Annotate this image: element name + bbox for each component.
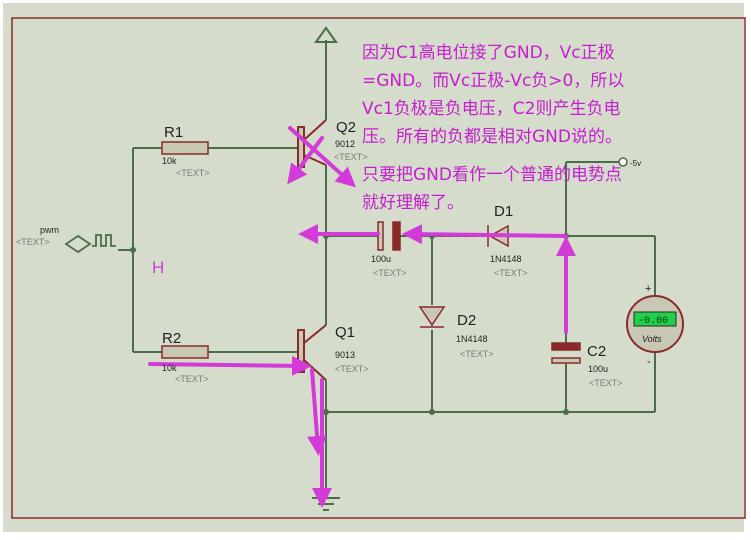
resistor-r1 <box>161 141 209 155</box>
voltmeter-unit: Volts <box>642 334 662 344</box>
q2-text: <TEXT> <box>334 152 368 162</box>
resistor-r2 <box>161 345 209 359</box>
d1-value: 1N4148 <box>490 254 522 264</box>
annotation-line: 只要把GND看作一个普通的电势点 <box>362 165 622 185</box>
annotation-arrow <box>402 224 568 245</box>
q2-value: 9012 <box>335 139 355 149</box>
voltmeter-plus: + <box>645 283 651 295</box>
sheet-border <box>11 17 746 519</box>
annotation-arrows <box>148 126 576 508</box>
pwm-label: pwm <box>40 225 59 235</box>
d2-text: <TEXT> <box>460 349 494 359</box>
annotation-line: 压。所有的负都是相对GND说的。 <box>362 127 622 147</box>
q1-ref: Q1 <box>335 324 355 341</box>
junction-dot <box>563 409 569 415</box>
annotation-arrow <box>287 136 324 185</box>
annotation-line: =GND。而Vc正极-Vc负>0，所以 <box>362 71 625 91</box>
annotation-arrow <box>148 355 312 376</box>
r2-value: 10k <box>162 363 177 373</box>
voltmeter-display: -0.00 <box>638 316 668 327</box>
junction-dot <box>429 409 435 415</box>
c1-value: 100u <box>371 254 391 264</box>
pwm-source-icon <box>64 234 116 254</box>
d2-ref: D2 <box>457 312 476 329</box>
node-label-h: H <box>152 258 164 277</box>
c1-text: <TEXT> <box>373 268 407 278</box>
annotation-line: 因为C1高电位接了GND，Vc正极 <box>362 43 615 63</box>
voltmeter <box>626 295 684 353</box>
annotation-arrow <box>288 126 356 188</box>
annotation-line: 就好理解了。 <box>362 193 464 213</box>
annotation-arrow <box>307 368 328 456</box>
neg-terminal-label: -5v <box>630 159 641 168</box>
q1-value: 9013 <box>335 350 355 360</box>
c2-value: 100u <box>588 364 608 374</box>
r2-ref: R2 <box>162 330 181 347</box>
d1-text: <TEXT> <box>494 268 528 278</box>
annotation-line: Vc1负极是负电压，C2则产生负电 <box>362 99 621 119</box>
junction-dot <box>130 247 136 253</box>
c2-text: <TEXT> <box>589 378 623 388</box>
r1-text: <TEXT> <box>176 168 210 178</box>
d2-value: 1N4148 <box>456 334 488 344</box>
diode-d2 <box>418 306 446 328</box>
r1-value: 10k <box>162 156 177 166</box>
r1-ref: R1 <box>164 124 183 141</box>
q1-text: <TEXT> <box>335 364 369 374</box>
junction-dot <box>323 409 329 415</box>
neg-terminal-icon <box>618 157 628 167</box>
schematic-background <box>3 3 744 532</box>
c2-ref: C2 <box>587 343 606 360</box>
supply-arrow-icon <box>314 26 338 43</box>
capacitor-c2 <box>551 342 581 364</box>
d1-ref: D1 <box>494 203 513 220</box>
q2-ref: Q2 <box>336 119 356 136</box>
pwm-text-placeholder: <TEXT> <box>16 237 50 247</box>
voltmeter-screen <box>633 311 677 327</box>
r2-text: <TEXT> <box>175 374 209 384</box>
voltmeter-minus: - <box>647 356 651 368</box>
